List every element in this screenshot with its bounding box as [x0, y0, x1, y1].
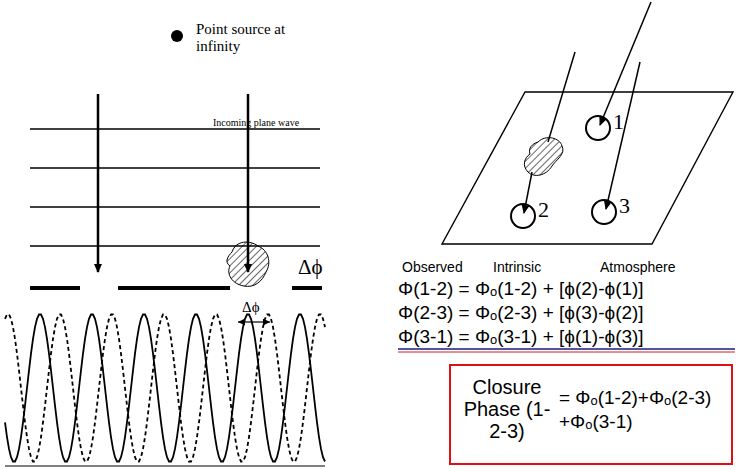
box-heading: Closure Phase (1-2-3)	[459, 376, 555, 442]
phase-label: Δϕ	[242, 299, 260, 316]
telescope-circle: 1	[585, 115, 611, 141]
telescope-circle: 2	[510, 203, 536, 229]
baseline	[5, 466, 325, 467]
fringe-dashed	[5, 315, 325, 462]
equation: Φ(1-2) = Φₒ(1-2) + [ϕ(2)-ϕ(1)]	[398, 278, 644, 300]
telescope-rays	[524, 2, 651, 213]
wave-label: Incoming plane wave	[213, 117, 299, 129]
column-header: Intrinsic	[493, 259, 541, 275]
source-label: Point source at infinity	[196, 21, 286, 56]
ground-plane	[442, 92, 733, 244]
point-source	[171, 30, 183, 42]
fringe-solid	[5, 315, 325, 462]
aperture-mask	[30, 286, 322, 290]
telescope-number: 1	[613, 111, 624, 133]
equation: Φ(2-3) = Φₒ(2-3) + [ϕ(3)-ϕ(2)]	[398, 302, 644, 324]
telescope-number: 2	[538, 199, 549, 221]
wavefronts	[30, 129, 320, 246]
separator-line	[398, 348, 735, 350]
phase-shift-arrow	[238, 321, 270, 322]
separator-line	[398, 352, 735, 353]
equation: Φ(3-1) = Φₒ(3-1) + [ϕ(1)-ϕ(3)]	[398, 326, 644, 348]
turbulent-cell	[524, 138, 563, 176]
telescope-number: 3	[619, 195, 630, 217]
telescope-circle: 3	[591, 199, 617, 225]
turbulent-cell	[227, 242, 269, 286]
closure-box: Closure Phase (1-2-3)= Φₒ(1-2)+Φₒ(2-3) +…	[449, 364, 733, 465]
phase-label: Δϕ	[298, 255, 323, 279]
column-header: Observed	[402, 259, 463, 275]
box-formula: = Φₒ(1-2)+Φₒ(2-3) +Φₒ(3-1)	[559, 386, 725, 434]
column-header: Atmosphere	[600, 259, 675, 275]
